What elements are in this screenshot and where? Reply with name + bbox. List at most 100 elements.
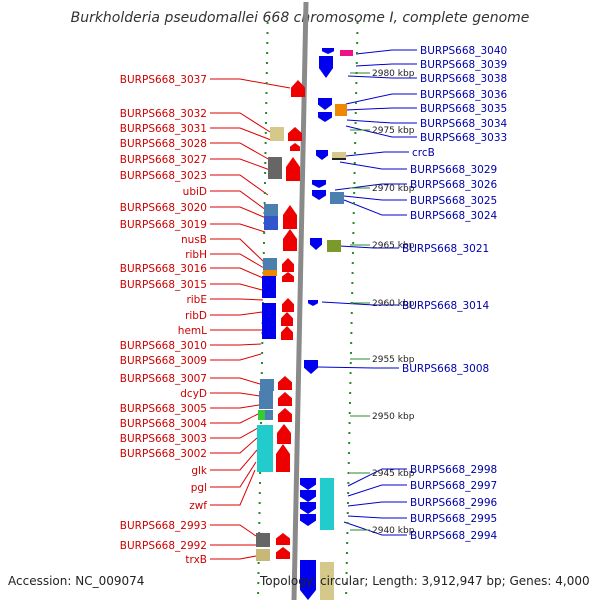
cog-box xyxy=(335,104,347,116)
right-gene-label: BURPS668_2995 xyxy=(410,513,497,525)
scale-label: 2940 kbp xyxy=(372,526,415,536)
right-tick xyxy=(355,92,358,94)
left-tick xyxy=(259,422,262,424)
right-leader-line xyxy=(317,366,399,369)
cog-box xyxy=(258,410,265,420)
left-gene-label: trxB xyxy=(185,554,207,566)
right-tick xyxy=(353,152,356,154)
right-tick xyxy=(349,392,352,394)
left-gene-label: BURPS668_3010 xyxy=(120,340,207,352)
forward-gene xyxy=(283,205,297,229)
right-leader-line xyxy=(345,107,417,111)
right-tick xyxy=(347,452,350,454)
reverse-gene xyxy=(310,238,322,250)
cog-box xyxy=(256,549,270,561)
reverse-gene xyxy=(300,514,316,526)
right-tick xyxy=(352,242,355,244)
right-tick xyxy=(354,142,357,144)
right-gene-label: BURPS668_3029 xyxy=(410,164,497,176)
left-tick xyxy=(257,562,260,564)
cog-box xyxy=(330,192,344,204)
left-leader-line xyxy=(210,392,261,397)
left-tick xyxy=(265,102,268,104)
left-leader-line xyxy=(210,78,291,89)
right-gene-label: BURPS668_3026 xyxy=(410,179,498,191)
forward-gene xyxy=(283,229,297,251)
right-leader-line xyxy=(347,468,407,487)
left-leader-line xyxy=(210,206,267,219)
left-gene-label: BURPS668_3002 xyxy=(120,448,207,460)
cog-box xyxy=(260,379,274,391)
right-tick xyxy=(345,552,348,554)
reverse-gene xyxy=(300,478,316,490)
right-tick xyxy=(348,422,351,424)
right-tick xyxy=(351,262,354,264)
right-tick xyxy=(352,202,355,204)
cog-box xyxy=(332,152,346,158)
right-tick xyxy=(356,22,359,24)
right-tick xyxy=(353,172,356,174)
cog-box xyxy=(264,204,278,216)
left-tick xyxy=(265,112,268,114)
right-tick xyxy=(347,492,350,494)
left-gene-label: pgl xyxy=(191,482,207,494)
left-gene-label: BURPS668_3020 xyxy=(120,202,207,214)
left-tick xyxy=(264,122,267,124)
right-tick xyxy=(349,352,352,354)
right-gene-label: crcB xyxy=(412,147,435,159)
right-gene-label: BURPS668_3021 xyxy=(402,243,489,255)
cog-box xyxy=(256,533,270,547)
right-tick xyxy=(354,132,357,134)
right-tick xyxy=(348,412,351,414)
left-gene-label: ribE xyxy=(186,294,207,306)
right-leader-line xyxy=(347,75,417,79)
left-tick xyxy=(258,502,261,504)
right-leader-line xyxy=(355,63,417,67)
left-gene-label: BURPS668_3004 xyxy=(120,418,208,430)
cog-box xyxy=(259,401,273,409)
right-tick xyxy=(351,252,354,254)
right-tick xyxy=(346,542,349,544)
left-tick xyxy=(264,152,267,154)
reverse-gene xyxy=(319,56,333,78)
right-leader-line xyxy=(343,199,407,216)
right-tick xyxy=(350,322,353,324)
right-leader-line xyxy=(321,301,399,306)
scale-label: 2970 kbp xyxy=(372,184,415,194)
cog-box xyxy=(264,216,278,230)
reverse-gene xyxy=(304,360,318,374)
left-tick xyxy=(263,232,266,234)
accession-label: Accession: NC_009074 xyxy=(8,574,145,588)
forward-gene xyxy=(278,408,292,422)
right-tick xyxy=(351,282,354,284)
right-tick xyxy=(347,472,350,474)
right-tick xyxy=(353,192,356,194)
right-tick xyxy=(351,292,354,294)
left-gene-label: BURPS668_3009 xyxy=(120,355,207,367)
reverse-gene xyxy=(308,300,318,306)
left-tick xyxy=(257,572,260,574)
left-leader-line xyxy=(210,298,264,301)
right-tick xyxy=(350,312,353,314)
left-leader-line xyxy=(210,449,258,471)
right-tick xyxy=(350,342,353,344)
right-tick xyxy=(355,62,358,64)
forward-gene xyxy=(291,80,305,97)
right-tick xyxy=(346,512,349,514)
forward-gene xyxy=(290,143,300,151)
left-leader-line xyxy=(210,112,271,133)
right-leader-line xyxy=(339,245,399,249)
forward-gene xyxy=(276,547,290,559)
right-leader-line xyxy=(347,501,407,507)
left-leader-line xyxy=(210,311,263,316)
right-leader-line xyxy=(347,484,407,497)
left-leader-line xyxy=(210,253,265,269)
cog-box xyxy=(259,391,273,401)
right-leader-line xyxy=(339,161,407,170)
forward-gene xyxy=(288,127,302,141)
reverse-gene xyxy=(300,502,316,514)
right-leader-line xyxy=(345,151,409,157)
right-gene-label: BURPS668_2997 xyxy=(410,480,497,492)
left-gene-label: BURPS668_3007 xyxy=(120,373,207,385)
